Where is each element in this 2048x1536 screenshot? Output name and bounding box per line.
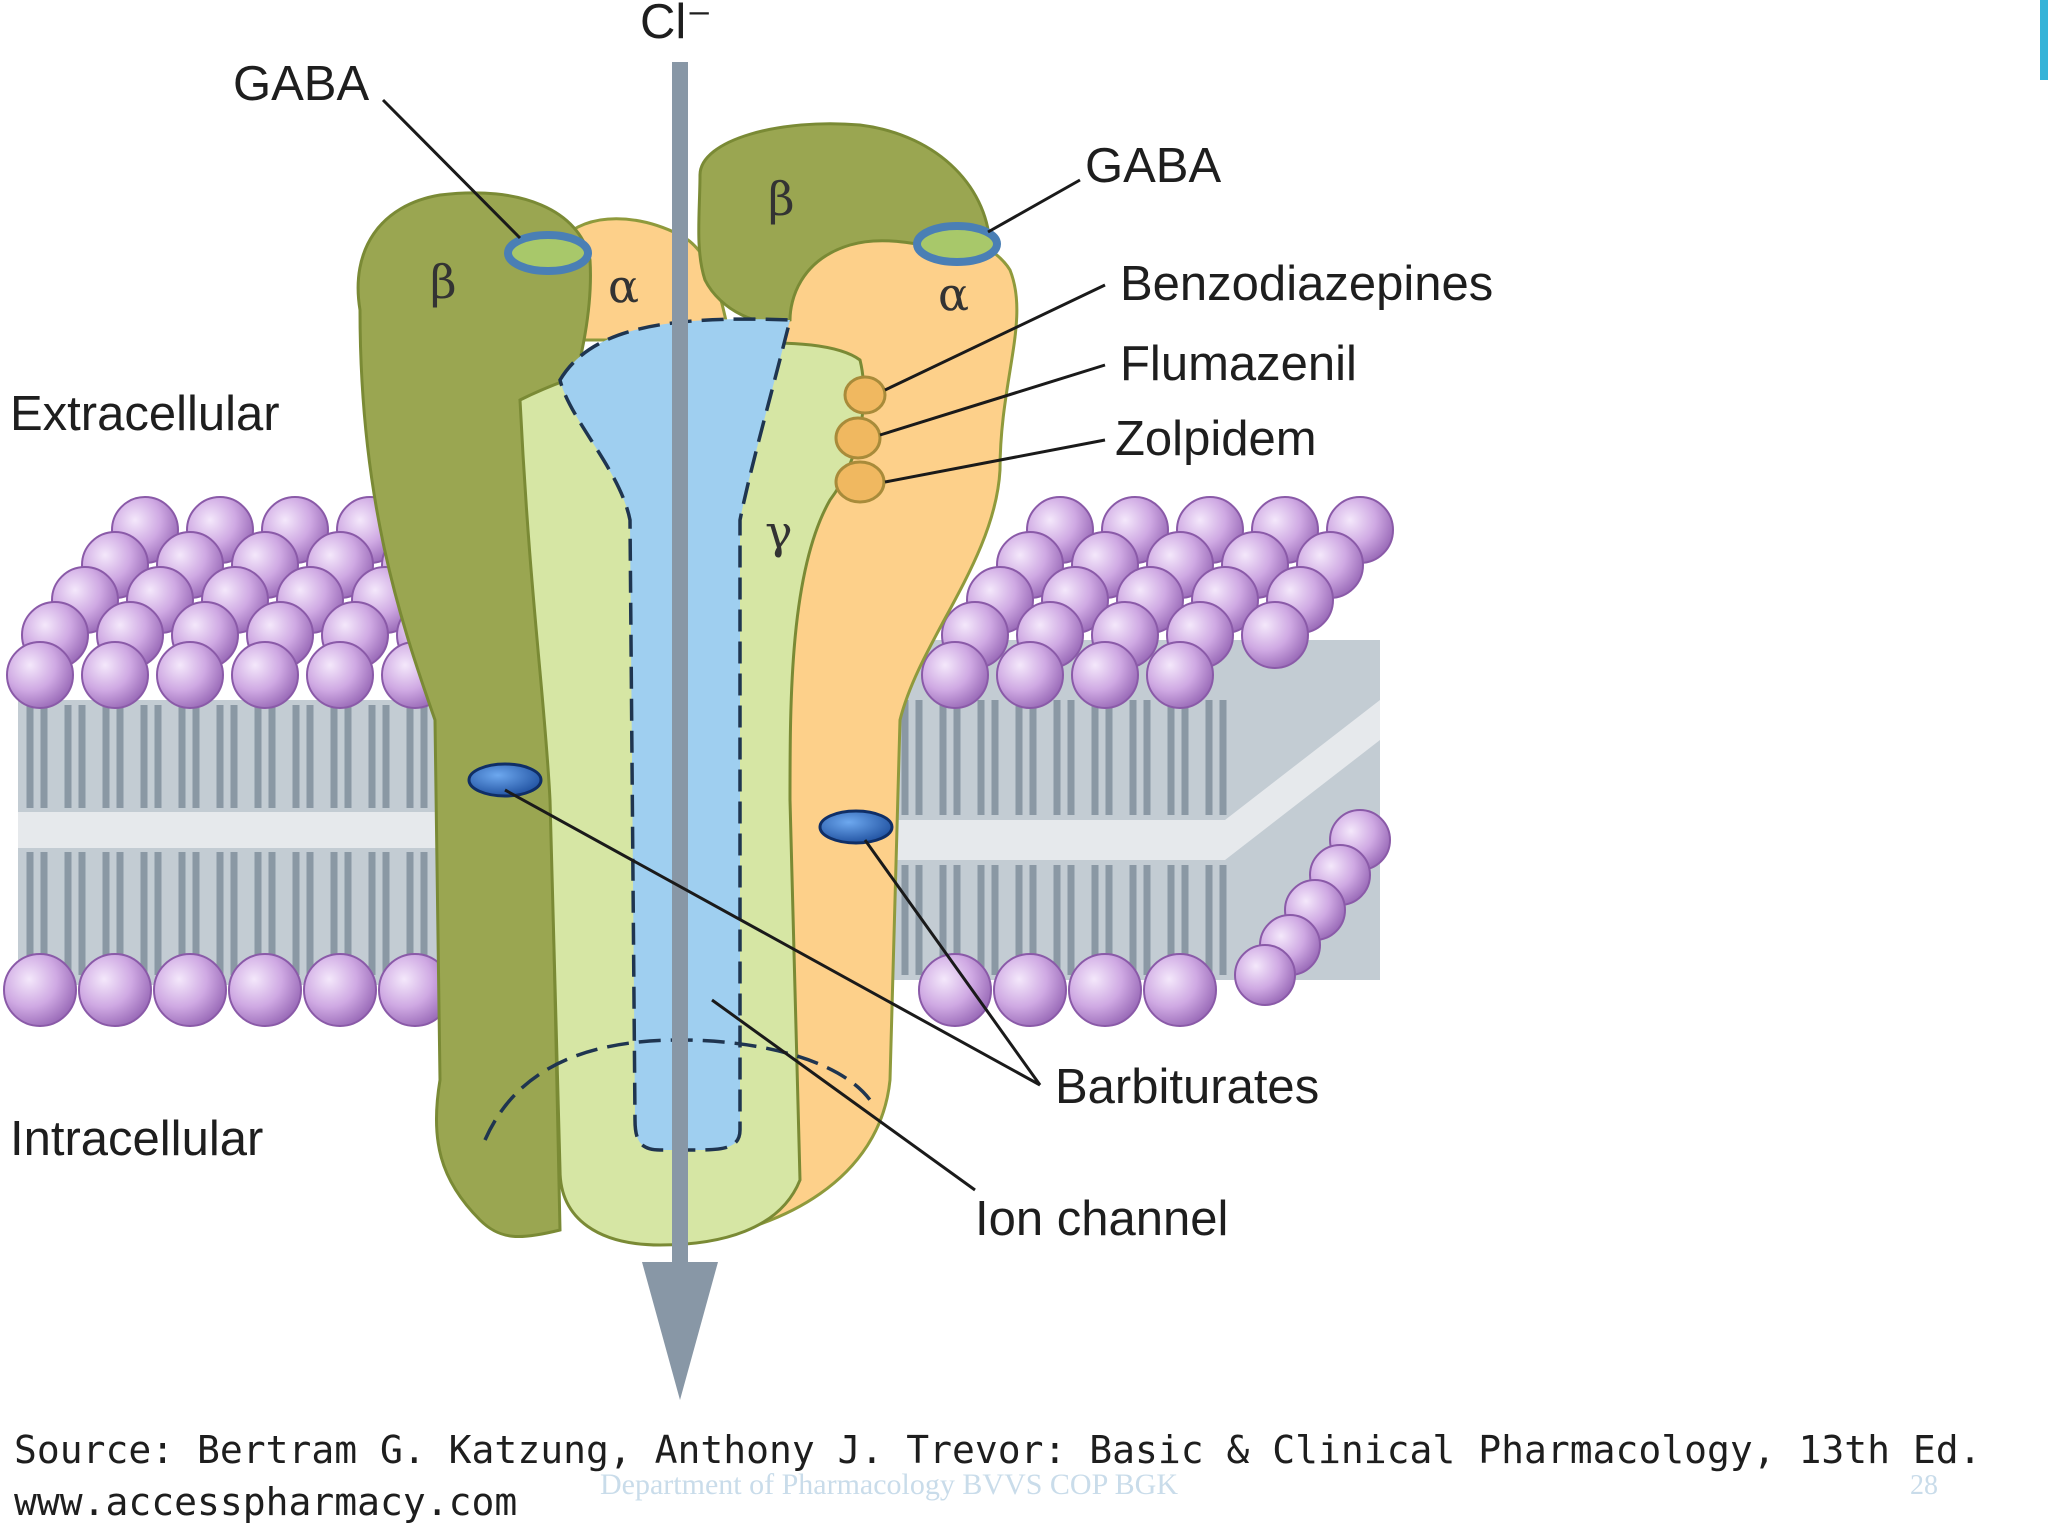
zolpidem-site <box>834 460 886 504</box>
lipid-head <box>306 641 374 709</box>
gaba-site-left <box>504 231 592 275</box>
flumazenil-label: Flumazenil <box>1120 337 1357 391</box>
intracellular-label: Intracellular <box>10 1112 263 1166</box>
lipid-head <box>153 953 227 1027</box>
gaba-site-right <box>913 222 1001 266</box>
beta-subunit-right <box>697 122 992 325</box>
binding-sites <box>467 222 1001 845</box>
source-citation-line2: www.accesspharmacy.com <box>14 1480 518 1524</box>
lipid-head <box>993 953 1067 1027</box>
lipid-head <box>921 641 989 709</box>
lipid-head <box>1146 641 1214 709</box>
lipid-head <box>6 641 74 709</box>
benzodiazepine-site <box>843 375 887 415</box>
subunit-beta-right-label: β <box>768 172 795 226</box>
zolpidem-label: Zolpidem <box>1115 412 1317 466</box>
chloride-ion-label: Cl⁻ <box>640 0 712 49</box>
lipid-head <box>1143 953 1217 1027</box>
benzodiazepines-label: Benzodiazepines <box>1120 257 1493 311</box>
extracellular-label: Extracellular <box>10 387 280 441</box>
lipid-tails-right <box>901 700 1227 975</box>
barbiturates-label: Barbiturates <box>1055 1060 1319 1114</box>
lipid-head <box>156 641 224 709</box>
flumazenil-site <box>834 416 882 460</box>
lipid-head <box>81 641 149 709</box>
slide-accent-bar <box>2040 0 2048 80</box>
lipid-head <box>1071 641 1139 709</box>
leader-lines <box>381 98 1106 1192</box>
source-citation-line1: Source: Bertram G. Katzung, Anthony J. T… <box>14 1428 1982 1472</box>
lipid-head <box>1241 601 1309 669</box>
ion-channel-label: Ion channel <box>975 1192 1228 1246</box>
lipid-head <box>231 641 299 709</box>
subunit-alpha-right-label: α <box>938 267 969 321</box>
lipid-head <box>303 953 377 1027</box>
page-number: 28 <box>1910 1470 1938 1501</box>
lipid-head <box>1234 944 1296 1006</box>
lipid-head <box>996 641 1064 709</box>
lipid-head <box>78 953 152 1027</box>
lipid-head <box>918 953 992 1027</box>
footer-department: Department of Pharmacology BVVS COP BGK <box>600 1468 1178 1501</box>
subunit-beta-left-label: β <box>430 255 457 309</box>
chloride-flow-arrow <box>642 62 718 1400</box>
subunit-alpha-left-label: α <box>608 259 639 313</box>
lipid-head <box>3 953 77 1027</box>
gaba-a-receptor <box>356 122 1019 1247</box>
barbiturate-site-left <box>467 762 543 798</box>
gaba-label-right: GABA <box>1085 139 1221 193</box>
lipid-head <box>1068 953 1142 1027</box>
subunit-gamma-label: γ <box>765 505 793 559</box>
lipid-heads-lower <box>3 809 1391 1027</box>
barbiturate-site-right <box>818 809 894 845</box>
lipid-head <box>228 953 302 1027</box>
gaba-label-left: GABA <box>233 57 369 111</box>
